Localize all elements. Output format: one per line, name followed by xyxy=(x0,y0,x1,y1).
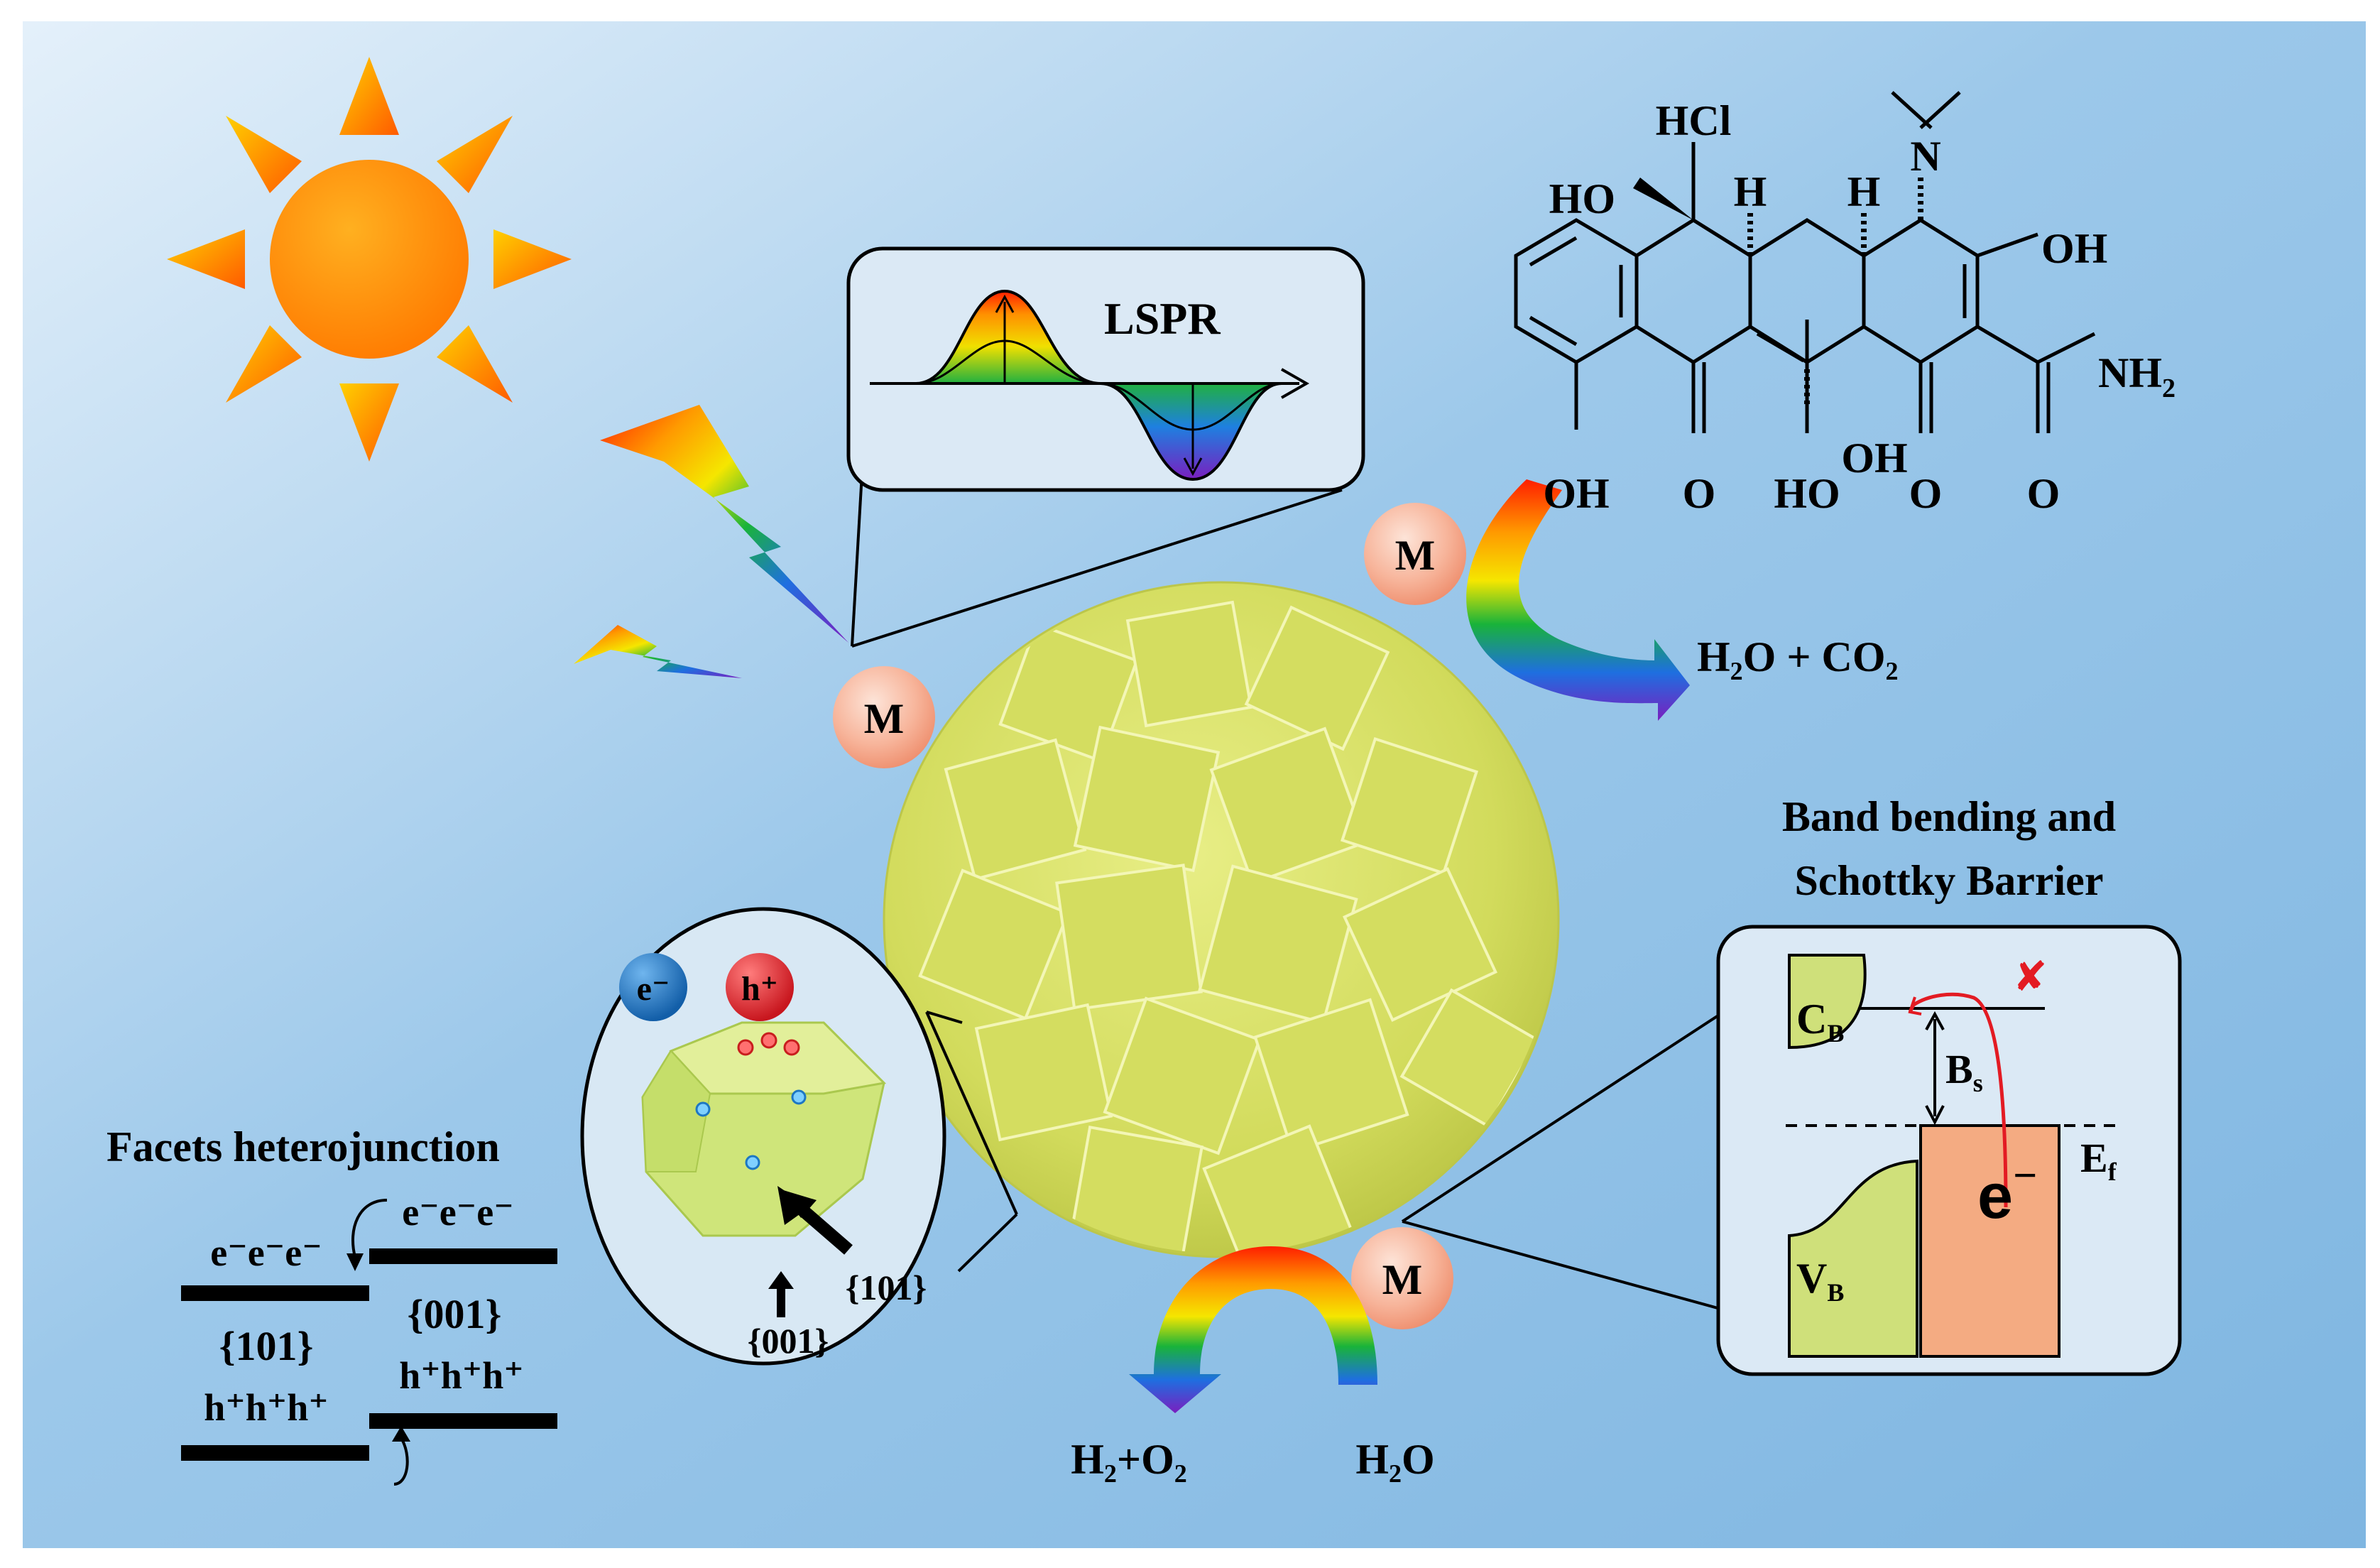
svg-text:H: H xyxy=(1734,168,1767,215)
sun-icon xyxy=(167,57,572,462)
lspr-label: LSPR xyxy=(1104,293,1221,344)
reactant-water: H₂O xyxy=(1355,1436,1434,1483)
crystal-callout: e⁻ h⁺ {101} {001} xyxy=(580,907,1018,1366)
band-title-line1: Band bending and xyxy=(1782,793,2116,840)
svg-text:HO: HO xyxy=(1774,470,1840,517)
electron-ball xyxy=(619,953,687,1021)
light-bolt-large-icon xyxy=(600,405,848,643)
facets-title: Facets heterojunction xyxy=(107,1123,500,1170)
svg-text:HO: HO xyxy=(1549,175,1615,222)
svg-text:h⁺h⁺h⁺: h⁺h⁺h⁺ xyxy=(399,1354,524,1397)
svg-text:{001}: {001} xyxy=(408,1291,502,1337)
svg-text:{101}: {101} xyxy=(219,1323,314,1369)
band-title-line2: Schottky Barrier xyxy=(1795,857,2104,904)
svg-text:NH2: NH2 xyxy=(2098,349,2176,403)
light-bolt-small-icon xyxy=(574,625,742,678)
svg-text:e−: e− xyxy=(1977,1152,2037,1232)
svg-text:M: M xyxy=(1395,532,1436,579)
facets-heterojunction: Facets heterojunction e⁻e⁻e⁻ e⁻e⁻e⁻ {101… xyxy=(107,1123,557,1486)
metal-particle-top: M xyxy=(1364,503,1466,605)
svg-text:h⁺: h⁺ xyxy=(741,970,778,1008)
svg-text:HCl: HCl xyxy=(1656,97,1732,144)
svg-text:OH: OH xyxy=(2041,225,2107,272)
svg-text:M: M xyxy=(1382,1256,1423,1303)
svg-text:H: H xyxy=(1847,168,1881,215)
svg-text:e⁻e⁻e⁻: e⁻e⁻e⁻ xyxy=(210,1231,322,1274)
hole-ball xyxy=(726,953,794,1021)
tetracycline-structure xyxy=(1514,91,2096,433)
schottky-barrier-panel: Band bending and Schottky Barrier ✘ CB V… xyxy=(1401,793,2182,1376)
facet-101-crystal-label: {101} xyxy=(846,1268,927,1307)
svg-text:e⁻: e⁻ xyxy=(637,970,670,1008)
svg-text:e⁻e⁻e⁻: e⁻e⁻e⁻ xyxy=(402,1191,513,1234)
svg-text:OH: OH xyxy=(1841,435,1907,481)
catalyst-sphere xyxy=(883,581,1560,1258)
metal-particle-bottom: M xyxy=(1351,1227,1453,1329)
product-h2-o2: H₂+O₂ xyxy=(1071,1436,1187,1483)
svg-text:Ef: Ef xyxy=(2080,1135,2117,1186)
svg-text:h⁺h⁺h⁺: h⁺h⁺h⁺ xyxy=(204,1386,329,1429)
svg-text:CB: CB xyxy=(1796,996,1844,1047)
svg-text:O: O xyxy=(2027,470,2060,517)
svg-text:VB: VB xyxy=(1796,1255,1844,1307)
svg-text:Bs: Bs xyxy=(1945,1046,1983,1097)
lspr-callout: LSPR xyxy=(846,246,1365,648)
svg-text:N: N xyxy=(1910,133,1940,180)
degradation-arrow xyxy=(1466,479,1690,721)
svg-text:OH: OH xyxy=(1543,470,1609,517)
facet-001-crystal-label: {001} xyxy=(748,1321,829,1361)
metal-particle-left: M xyxy=(833,666,935,768)
water-splitting-arrow xyxy=(1129,1246,1377,1413)
svg-text:O: O xyxy=(1683,470,1716,517)
tetracycline-labels: HCl HO H H N OH NH2 OH O HO OH O O xyxy=(1543,97,2176,517)
svg-text:O: O xyxy=(1909,470,1943,517)
products-degradation: H₂O + CO₂ xyxy=(1697,633,1899,680)
svg-text:M: M xyxy=(864,695,905,742)
blocked-mark: ✘ xyxy=(2013,952,2048,1001)
